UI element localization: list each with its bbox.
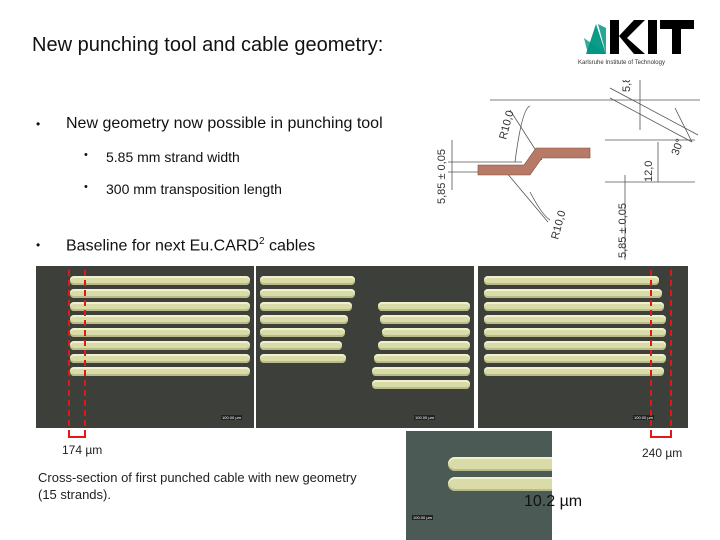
bullet-marker: •: [36, 117, 41, 131]
bullet-text-suffix: cables: [264, 237, 316, 255]
sub-bullet-marker: •: [84, 181, 88, 193]
scale-bar-right: 100.00 µm: [633, 415, 654, 420]
measure-line-left-b: [84, 270, 86, 436]
sub-bullet-transposition-length: • 300 mm transposition length: [84, 181, 384, 199]
measure-line-left-a: [68, 270, 70, 436]
kit-logo-subtitle: Karlsruhe Institute of Technology: [578, 60, 665, 66]
sub-bullet-text: 5.85 mm strand width: [106, 149, 240, 165]
measure-line-right-a: [650, 270, 652, 436]
label-angle: 30°: [670, 137, 687, 157]
label-r-bottom: R10,0: [549, 209, 568, 240]
bullet-text: New geometry now possible in punching to…: [66, 115, 383, 132]
sub-bullet-marker: •: [84, 149, 88, 161]
bullet-baseline: • Baseline for next Eu.CARD2 cables: [36, 236, 436, 256]
label-r-top: R10,0: [497, 109, 516, 140]
inset-measure-label: 10.2 µm: [524, 493, 583, 510]
micrograph-inset: 100.00 µm: [406, 431, 552, 540]
bullet-new-geometry: • New geometry now possible in punching …: [36, 115, 436, 135]
bullet-text: Baseline for next Eu.CARD2 cables: [66, 236, 315, 255]
kit-logo: [582, 14, 702, 65]
micrograph-left: 100.00 µm: [36, 266, 254, 428]
measure-bar-left: [68, 436, 86, 438]
figure-caption: Cross-section of first punched cable wit…: [38, 470, 357, 502]
bullet-text-main: Baseline for next Eu.CARD: [66, 237, 259, 255]
sub-bullet-text: 300 mm transposition length: [106, 181, 282, 197]
bullet-marker: •: [36, 238, 41, 252]
label-width-left: 5,85 ± 0,05: [436, 149, 448, 204]
measure-bar-right: [650, 436, 672, 438]
slide-title: New punching tool and cable geometry:: [32, 34, 384, 56]
label-top-dim: 5,85: [621, 80, 633, 92]
strand-profile: [477, 147, 591, 176]
micrograph-right: 100.00 µm: [478, 266, 688, 428]
label-height: 12,0: [643, 161, 655, 182]
label-width-right: 5,85 ± 0,05: [617, 203, 629, 258]
micrograph-middle: 100.00 µm: [256, 266, 474, 428]
scale-bar-left: 100.00 µm: [221, 415, 242, 420]
bullet-superscript: 2: [258, 236, 265, 247]
measure-line-right-b: [670, 270, 672, 436]
scale-bar-middle: 100.00 µm: [414, 415, 435, 420]
punching-geometry-drawing: R10,0 R10,0 5,85 ± 0,05 5,85 ± 0,05 12,0…: [430, 71, 720, 260]
sub-bullet-strand-width: • 5.85 mm strand width: [84, 149, 384, 167]
measure-left-label: 174 µm: [62, 443, 103, 457]
measure-right-label: 240 µm: [642, 446, 683, 460]
scale-bar-inset: 100.00 µm: [412, 515, 433, 520]
